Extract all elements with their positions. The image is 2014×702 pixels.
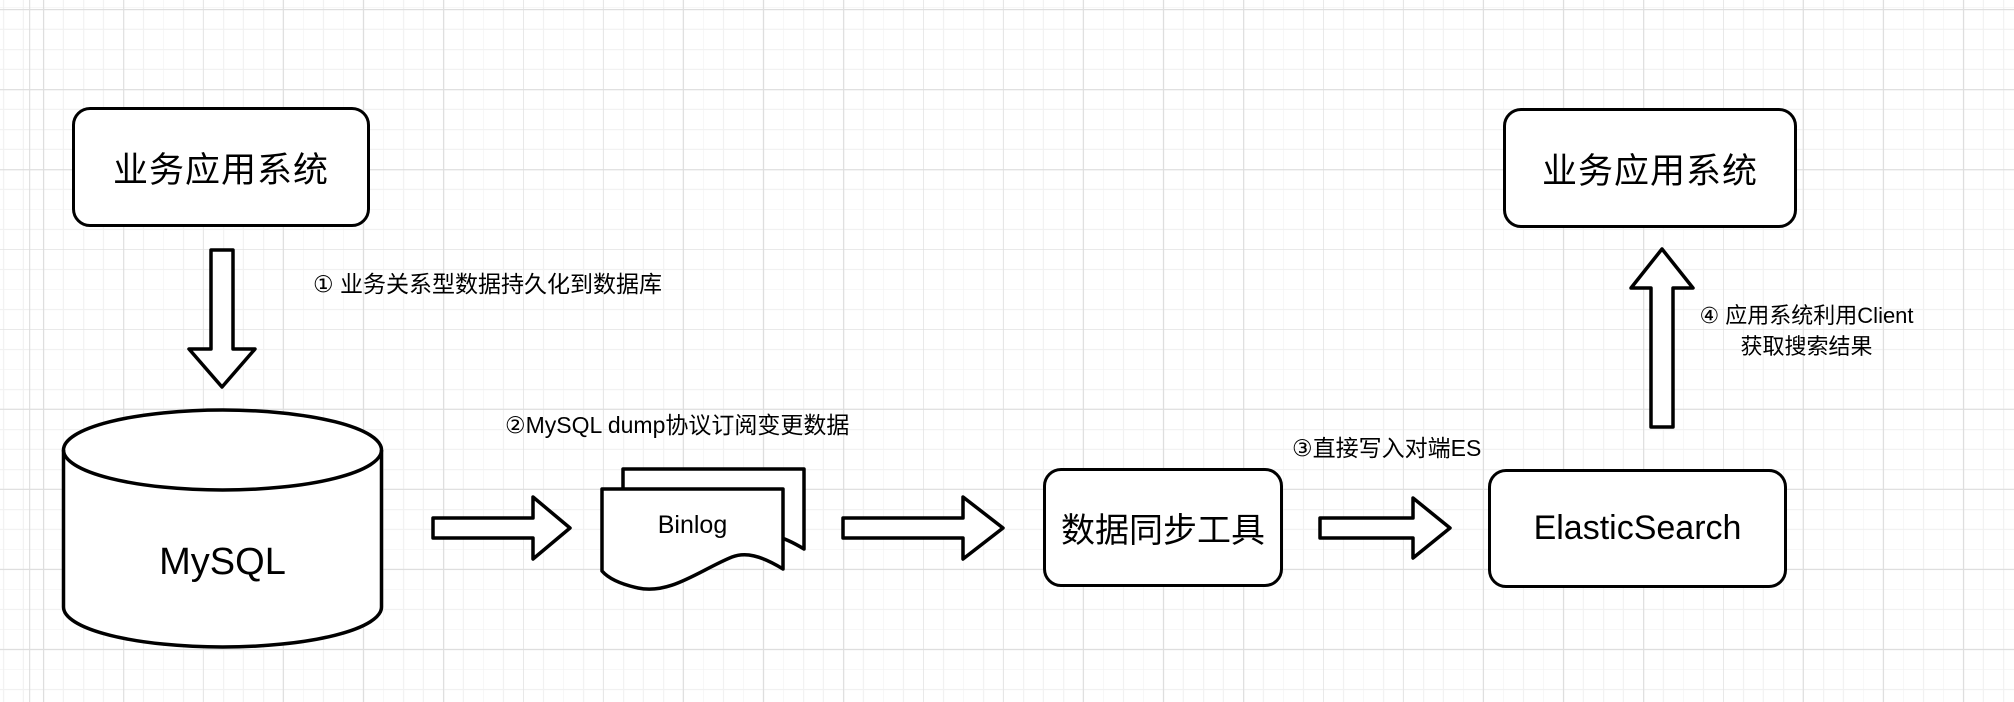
annotation-step4-line2: 获取搜索结果 xyxy=(1740,334,1873,359)
binlog-documents xyxy=(600,467,806,591)
mysql-cylinder xyxy=(61,408,384,649)
annotation-step4: ④ 应用系统利用Client 获取搜索结果 xyxy=(1684,300,1929,362)
arrow-binlog-to-sync-icon xyxy=(841,495,1005,561)
node-business-app-right-label: 业务应用系统 xyxy=(1541,151,1758,191)
mysql-label: MySQL xyxy=(159,541,286,583)
node-elasticsearch: ElasticSearch xyxy=(1488,469,1787,588)
node-business-app-right: 业务应用系统 xyxy=(1503,108,1797,228)
arrow-mysql-to-binlog-icon xyxy=(431,495,572,561)
node-elasticsearch-label: ElasticSearch xyxy=(1533,509,1742,547)
annotation-step3: ③直接写入对端ES xyxy=(1292,435,1482,461)
arrow-es-to-app-right-icon xyxy=(1629,247,1695,429)
binlog-document-front xyxy=(600,487,785,591)
node-business-app-left: 业务应用系统 xyxy=(72,107,370,227)
annotation-step1: ① 业务关系型数据持久化到数据库 xyxy=(313,271,663,297)
arrow-app-left-to-mysql-icon xyxy=(187,248,257,389)
binlog-label: Binlog xyxy=(657,510,728,539)
annotation-step2: ②MySQL dump协议订阅变更数据 xyxy=(505,412,850,438)
node-sync-tool-label: 数据同步工具 xyxy=(1061,512,1265,550)
node-sync-tool: 数据同步工具 xyxy=(1043,468,1283,587)
annotation-step4-line1: ④ 应用系统利用Client xyxy=(1699,303,1914,328)
arrow-sync-to-es-icon xyxy=(1318,496,1452,560)
node-business-app-left-label: 业务应用系统 xyxy=(112,150,329,190)
